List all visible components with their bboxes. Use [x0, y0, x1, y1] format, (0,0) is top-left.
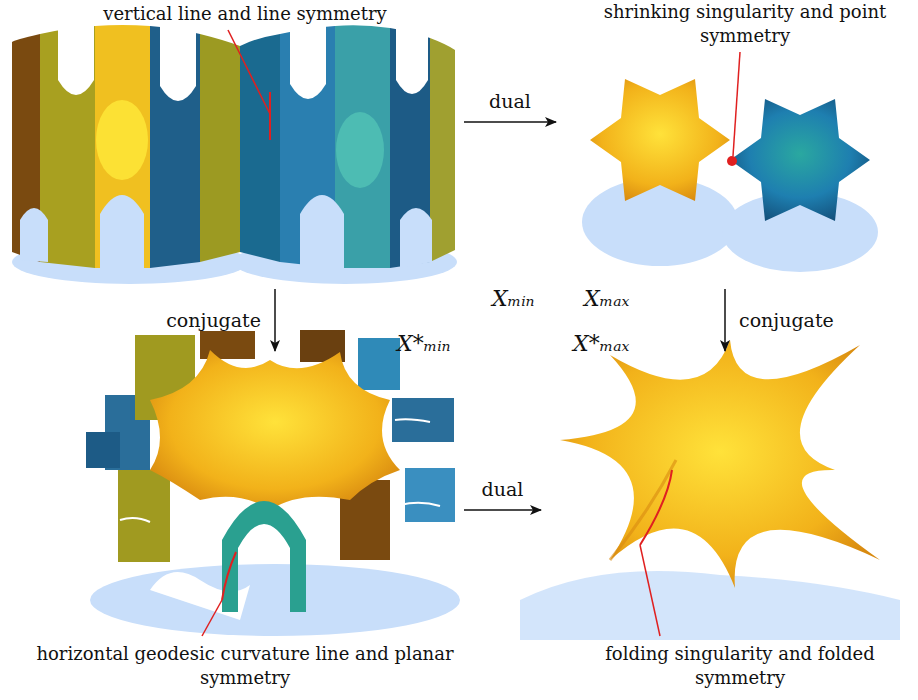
annotation: vertical line and line symmetry [40, 2, 450, 26]
surface-symbol: Xₘᵢₙ [492, 286, 535, 311]
map-arrow [724, 289, 726, 351]
surface-panel: X*ₘₐₓ [545, 355, 885, 615]
map-arrow [464, 509, 541, 511]
arrow-label: conjugate [164, 309, 263, 331]
annotation: shrinking singularity and point symmetry [600, 0, 890, 48]
arrow-label: dual [480, 478, 526, 500]
surface-symbol: X*ₘₐₓ [573, 331, 629, 356]
arrow-label: dual [487, 90, 533, 112]
conjugate-surface-xmax [520, 340, 900, 640]
surface-panel: X*ₘᵢₙ [85, 355, 460, 620]
surface-symbol: X*ₘᵢₙ [397, 331, 451, 356]
minimal-surface-xmin [12, 24, 457, 284]
map-arrow [274, 289, 276, 351]
maximal-surface-xmax [582, 52, 878, 272]
arrow-label: conjugate [737, 309, 836, 331]
annotation: folding singularity and folded symmetry [585, 642, 895, 690]
surface-panel: Xₘᵢₙ [10, 20, 460, 285]
annotation: horizontal geodesic curvature line and p… [5, 642, 485, 690]
map-arrow [464, 121, 556, 123]
surface-symbol: Xₘₐₓ [584, 286, 629, 311]
conjugate-surface-xmin [86, 325, 460, 636]
surface-panel: Xₘₐₓ [560, 35, 895, 285]
